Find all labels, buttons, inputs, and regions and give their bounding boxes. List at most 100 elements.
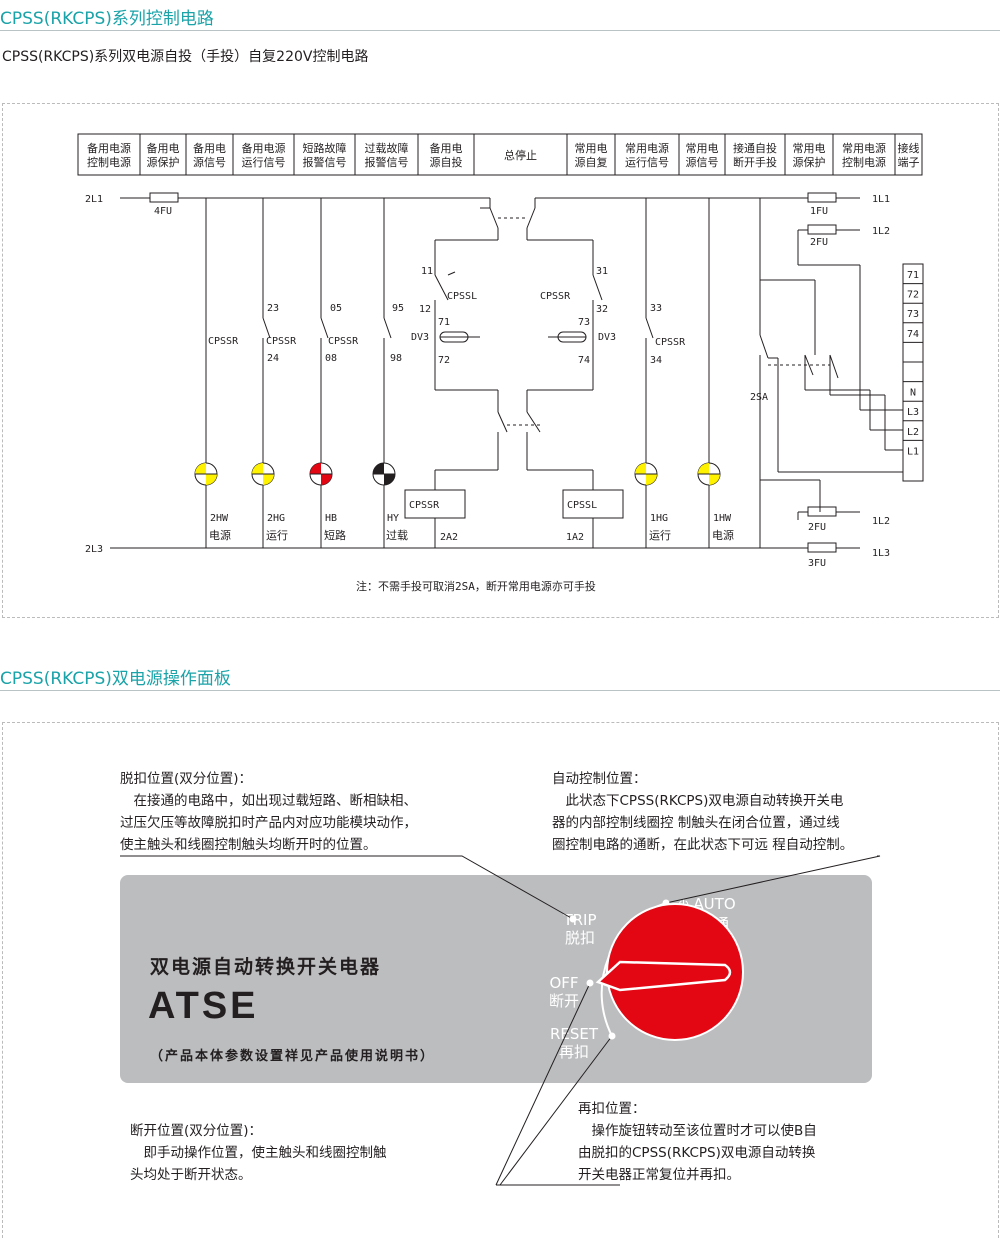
header-cell-text: 运行信号 [625, 156, 669, 169]
header-cell-text: 总停止 [504, 148, 537, 162]
header-cell-text: 短路故障 [303, 141, 347, 155]
annotation-trip-heading: 脱扣位置(双分位置)： [120, 771, 253, 787]
header-cell-text: 备用电 [193, 141, 226, 155]
node-11: 11 [421, 266, 433, 277]
lamp-HB-text: 短路 [324, 528, 346, 542]
panel-note: （产品本体参数设置祥见产品使用说明书） [150, 1049, 436, 1064]
node-33: 33 [650, 303, 662, 314]
annotation-reset-line: 操作旋钮转动至该位置时才可以使B自 [578, 1123, 817, 1139]
header-cell-text: 常用电 [575, 142, 608, 155]
fuse-4FU: 4FU [154, 206, 172, 217]
circuit-frame [2, 103, 999, 618]
annotation-reset-line: 由脱扣的CPSS(RKCPS)双电源自动转换 [578, 1145, 816, 1161]
reset-cn: 再扣 [558, 1043, 589, 1061]
annotation-trip: 脱扣位置(双分位置)： 在接通的电路中，如出现过载短路、断相缺相、 过压欠压等故… [120, 768, 417, 856]
trip-en: TRIP [563, 911, 597, 929]
node-71: 71 [438, 317, 450, 328]
node-23: 23 [267, 303, 279, 314]
lamp-2HW-text: 电源 [209, 528, 231, 542]
node-31: 31 [596, 266, 608, 277]
node-24: 24 [267, 353, 279, 364]
terminal-label: 74 [907, 329, 919, 340]
node-1A2: 1A2 [566, 532, 584, 543]
lamp-1HG-label: 1HG [650, 513, 668, 524]
lamp-HY-icon [372, 462, 396, 486]
position-off-label[interactable]: OFF 断开 [544, 974, 584, 1010]
annotation-reset: 再扣位置： 操作旋钮转动至该位置时才可以使B自 由脱扣的CPSS(RKCPS)双… [578, 1098, 817, 1186]
contact-cpssr-top: CPSSR [540, 291, 571, 302]
node-74: 74 [578, 355, 590, 366]
fuse-2FU-upper: 2FU [810, 237, 828, 248]
header-cell-text: 备用电源 [242, 141, 286, 155]
contact-cpssr-3: CPSSR [328, 336, 359, 347]
annotation-off-line: 即手动操作位置，使主触头和线圈控制触 [130, 1145, 387, 1161]
lamp-1HG-text: 运行 [649, 529, 671, 542]
annotation-auto-line: 圈控制电路的通断，在此状态下可远 程自动控制。 [552, 837, 854, 853]
node-32: 32 [596, 304, 608, 315]
terminal-label: L2 [907, 427, 919, 438]
coil-cpssr: CPSSR [409, 500, 440, 511]
lamp-HY-text: 过载 [386, 529, 408, 542]
lamp-1HW-text: 电源 [712, 528, 734, 542]
annotation-off-line: 头均处于断开状态。 [130, 1167, 252, 1183]
annotation-auto-heading: 自动控制位置： [552, 771, 647, 787]
header-cell-text: 端子 [898, 156, 920, 169]
header-cell-text: 源信号 [193, 155, 226, 169]
lamp-2HG-icon [251, 462, 275, 486]
node-98: 98 [390, 353, 402, 364]
terminal-label: 71 [907, 270, 919, 281]
panel-model: ATSE [148, 985, 259, 1027]
contact-cpssr-1: CPSSR [208, 336, 239, 347]
section-divider [0, 30, 1000, 31]
label-2L1: 2L1 [85, 194, 103, 205]
reset-en: RESET [549, 1025, 599, 1043]
switch-2SA: 2SA [750, 392, 768, 403]
header-row: 备用电源控制电源备用电源保护备用电源信号备用电源运行信号短路故障报警信号过载故障… [77, 133, 923, 176]
node-73: 73 [578, 317, 590, 328]
header-cell-text: 源保护 [793, 155, 826, 169]
node-95: 95 [392, 303, 404, 314]
annotation-auto: 自动控制位置： 此状态下CPSS(RKCPS)双电源自动转换开关电 器的内部控制… [552, 768, 853, 856]
panel-frame [2, 722, 999, 1238]
header-cell-text: 接通自投 [733, 141, 777, 155]
dv3-right: DV3 [598, 332, 616, 343]
header-cell-text: 备用电 [147, 141, 180, 155]
position-trip-label[interactable]: TRIP 脱扣 [560, 911, 600, 947]
coil-cpssl: CPSSL [567, 500, 597, 511]
terminal-label: L1 [907, 446, 919, 457]
lamp-2HG-label: 2HG [267, 513, 285, 524]
annotation-reset-heading: 再扣位置： [578, 1101, 646, 1117]
position-reset-label[interactable]: RESET 再扣 [546, 1025, 602, 1061]
lamp-2HW-icon [194, 462, 218, 486]
annotation-auto-line: 器的内部控制线圈控 制触头在闭合位置，通过线 [552, 815, 840, 831]
position-auto-label[interactable]: ⏻ AUTO 接通 [672, 895, 742, 933]
header-cell-text: 常用电 [686, 142, 719, 155]
label-2L3: 2L3 [85, 544, 103, 555]
node-72: 72 [438, 355, 450, 366]
terminal-label: N [910, 388, 916, 399]
atse-panel: 双电源自动转换开关电器 ATSE （产品本体参数设置祥见产品使用说明书） ⏻ A… [120, 875, 872, 1083]
lamp-2HG-text: 运行 [266, 529, 288, 542]
node-05: 05 [330, 303, 342, 314]
contact-cpssr-4: CPSSR [655, 337, 686, 348]
auto-en: AUTO [693, 895, 736, 913]
terminal-label: 73 [907, 309, 919, 320]
annotation-trip-line: 使主触头和线圈控制触头均断开时的位置。 [120, 837, 377, 853]
off-cn: 断开 [548, 992, 579, 1010]
label-1L2-upper: 1L2 [872, 226, 890, 237]
terminal-label: L3 [907, 407, 919, 418]
circuit-note: 注：不需手投可取消2SA，断开常用电源亦可手投 [356, 579, 596, 593]
label-1L1: 1L1 [872, 194, 890, 205]
header-cell-text: 源自投 [430, 155, 463, 169]
lamp-HB-label: HB [325, 513, 337, 524]
header-cell-text: 接线 [898, 141, 920, 155]
header-cell-text: 运行信号 [242, 156, 286, 169]
fuse-1FU: 1FU [810, 206, 828, 217]
header-cell-text: 控制电源 [87, 155, 131, 169]
lamp-1HW-label: 1HW [713, 513, 732, 524]
header-cell-text: 过载故障 [365, 141, 409, 155]
fuse-2FU-lower: 2FU [808, 522, 826, 533]
annotation-trip-line: 在接通的电路中，如出现过载短路、断相缺相、 [120, 793, 417, 809]
terminal-label: 72 [907, 290, 919, 301]
lamp-1HG-icon [634, 462, 658, 486]
